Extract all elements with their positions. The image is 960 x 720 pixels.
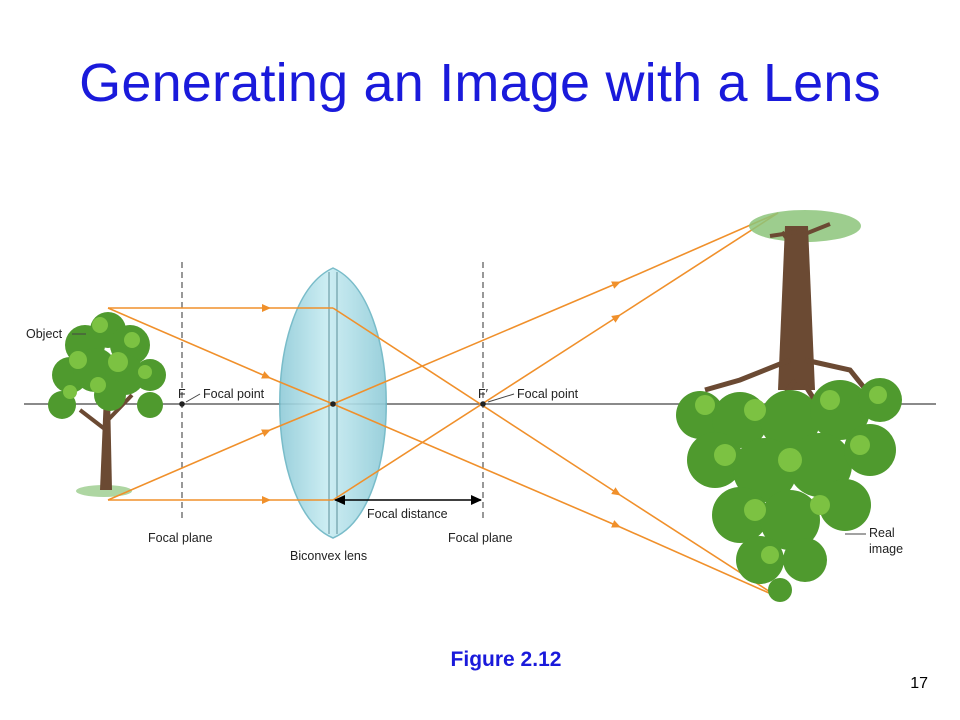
focal-point-left-leader <box>185 393 201 403</box>
slide-title: Generating an Image with a Lens <box>79 53 881 113</box>
figure-caption: Figure 2.12 <box>450 648 562 671</box>
ray-bottom-center-cont <box>269 403 334 431</box>
label-focal-point-left-marker: F <box>178 387 186 401</box>
real-image-tree <box>676 210 902 602</box>
focal-point-right-dot <box>480 401 486 407</box>
ray-top-center-through-cont <box>619 526 779 598</box>
label-biconvex-lens: Biconvex lens <box>290 549 367 563</box>
ray-top-center-through <box>332 403 621 528</box>
ray-bottom-center-through <box>332 281 621 405</box>
ray-bottom-center <box>107 429 271 501</box>
label-real-image-line2: image <box>869 542 903 556</box>
ray-bottom-refracted <box>332 314 621 501</box>
label-object: Object <box>26 327 63 341</box>
label-focal-distance: Focal distance <box>367 507 448 521</box>
label-focal-point-right-marker: F′ <box>478 387 489 401</box>
ray-top-center <box>107 307 271 379</box>
focal-point-right-leader <box>487 393 515 403</box>
object-tree <box>48 312 166 497</box>
focal-point-left-dot <box>179 401 185 407</box>
label-focal-plane-right: Focal plane <box>448 531 513 545</box>
label-focal-point-right: Focal point <box>517 387 579 401</box>
lens-center-dot <box>330 401 336 407</box>
ray-top-center-cont <box>269 377 334 405</box>
label-real-image-line1: Real <box>869 526 895 540</box>
label-focal-plane-left: Focal plane <box>148 531 213 545</box>
page-number: 17 <box>910 675 928 692</box>
ray-top-refracted <box>332 307 621 496</box>
label-focal-point-left: Focal point <box>203 387 265 401</box>
